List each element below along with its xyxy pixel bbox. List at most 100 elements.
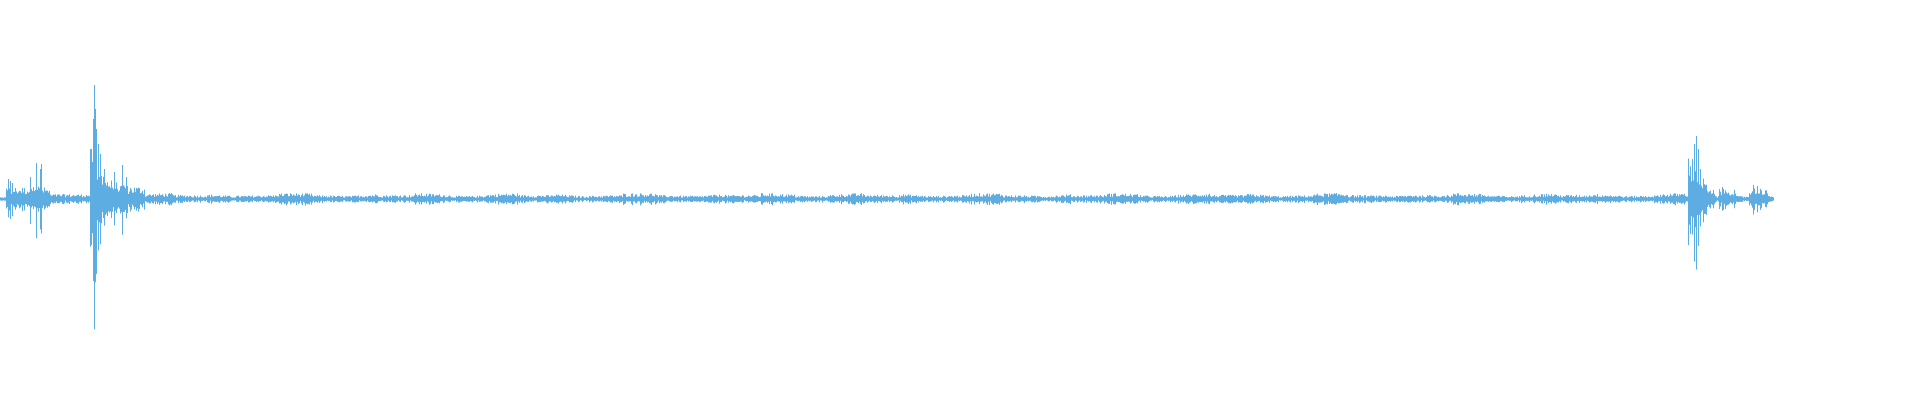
waveform-bar (1241, 195, 1242, 203)
waveform-bar (1017, 197, 1018, 201)
waveform-bar (851, 194, 852, 204)
waveform-bar (1725, 190, 1726, 210)
waveform-bar (638, 196, 639, 202)
waveform-bar (659, 195, 660, 204)
waveform-bar (962, 195, 963, 203)
waveform-bar (927, 197, 928, 201)
waveform-bar (136, 187, 137, 211)
waveform-bar (1280, 197, 1281, 201)
waveform-bar (1211, 196, 1212, 202)
waveform-bar (1115, 193, 1116, 205)
waveform-bar (621, 195, 622, 203)
waveform-bar (1605, 195, 1606, 203)
waveform-bar (159, 193, 160, 205)
waveform-bar (525, 195, 526, 203)
waveform-bar (439, 194, 440, 204)
waveform-bar (1618, 195, 1619, 203)
waveform-bar (1539, 195, 1540, 203)
waveform-bar (1727, 193, 1728, 205)
waveform-bar (1448, 195, 1449, 203)
waveform-bar (1762, 194, 1763, 203)
waveform-bar (1102, 196, 1103, 202)
waveform-bar (1119, 196, 1120, 203)
waveform-bar (163, 195, 164, 202)
waveform-bar (1759, 193, 1760, 206)
waveform-bar (1194, 194, 1195, 204)
waveform-bar (608, 197, 609, 201)
waveform-bar (1514, 197, 1515, 201)
waveform-bar (1032, 195, 1033, 203)
waveform-bar (817, 197, 818, 201)
waveform-bar (933, 195, 934, 203)
waveform-bar (424, 195, 425, 203)
waveform-bar (718, 197, 719, 201)
waveform-bar (853, 193, 854, 205)
waveform-bar (437, 195, 438, 204)
waveform-bar (1256, 195, 1257, 203)
waveform-bar (1192, 195, 1193, 203)
waveform-bar (510, 194, 511, 204)
waveform-bar (1671, 195, 1672, 203)
waveform-bar (327, 197, 328, 201)
waveform-bar (1466, 196, 1467, 202)
waveform-bar (606, 195, 607, 202)
waveform-bar (1268, 196, 1269, 202)
waveform-bar (1524, 195, 1525, 203)
waveform-bar (379, 197, 380, 202)
waveform-bar (785, 196, 786, 202)
waveform-bar (117, 188, 118, 209)
waveform-bar (731, 196, 732, 202)
waveform-bar (558, 194, 559, 204)
waveform-bar (321, 197, 322, 201)
waveform-bar (846, 195, 847, 203)
waveform-bar (1491, 196, 1492, 202)
waveform-bar (1308, 195, 1309, 203)
waveform-bar (214, 196, 215, 202)
waveform-bar (1357, 195, 1358, 203)
waveform-bar (622, 197, 623, 201)
waveform-bar (1723, 189, 1724, 210)
waveform-bar (1532, 197, 1533, 201)
waveform-bar (431, 196, 432, 202)
waveform-bar (402, 197, 403, 201)
waveform-bar (816, 196, 817, 202)
waveform-bar (1260, 194, 1261, 203)
waveform-bar (906, 196, 907, 203)
waveform-bar (1290, 195, 1291, 203)
waveform-bar (784, 196, 785, 202)
waveform-bar (1562, 197, 1563, 201)
waveform-bar (1042, 197, 1043, 201)
waveform-bar (198, 197, 199, 201)
waveform-bar (807, 196, 808, 202)
waveform-bar (1263, 195, 1264, 204)
waveform-bar (1047, 197, 1048, 201)
waveform-bar (1094, 195, 1095, 203)
waveform-bar (1349, 197, 1350, 201)
waveform-bar (794, 194, 795, 203)
waveform-bar (1004, 197, 1005, 201)
waveform-bar (557, 195, 558, 203)
waveform-bar (1006, 195, 1007, 203)
waveform-bar (652, 196, 653, 203)
waveform-bar (328, 196, 329, 202)
waveform-bar (470, 196, 471, 201)
waveform-bar (1038, 196, 1039, 202)
waveform-bar (1731, 194, 1732, 204)
waveform-bar (555, 196, 556, 202)
waveform-bar (94, 85, 95, 330)
waveform-bar (55, 194, 56, 204)
waveform-bar (613, 197, 614, 201)
waveform-bar (1722, 187, 1723, 211)
waveform-bar (417, 196, 418, 202)
waveform-bar (112, 187, 113, 212)
waveform-bar (864, 194, 865, 204)
waveform-bar (56, 196, 57, 202)
waveform-bar (368, 196, 369, 202)
waveform-bar (433, 194, 434, 204)
waveform-bar (423, 196, 424, 202)
waveform-bar (1709, 191, 1710, 208)
waveform-bar (440, 196, 441, 202)
waveform-bar (1336, 193, 1337, 205)
waveform-bar (1367, 196, 1368, 202)
